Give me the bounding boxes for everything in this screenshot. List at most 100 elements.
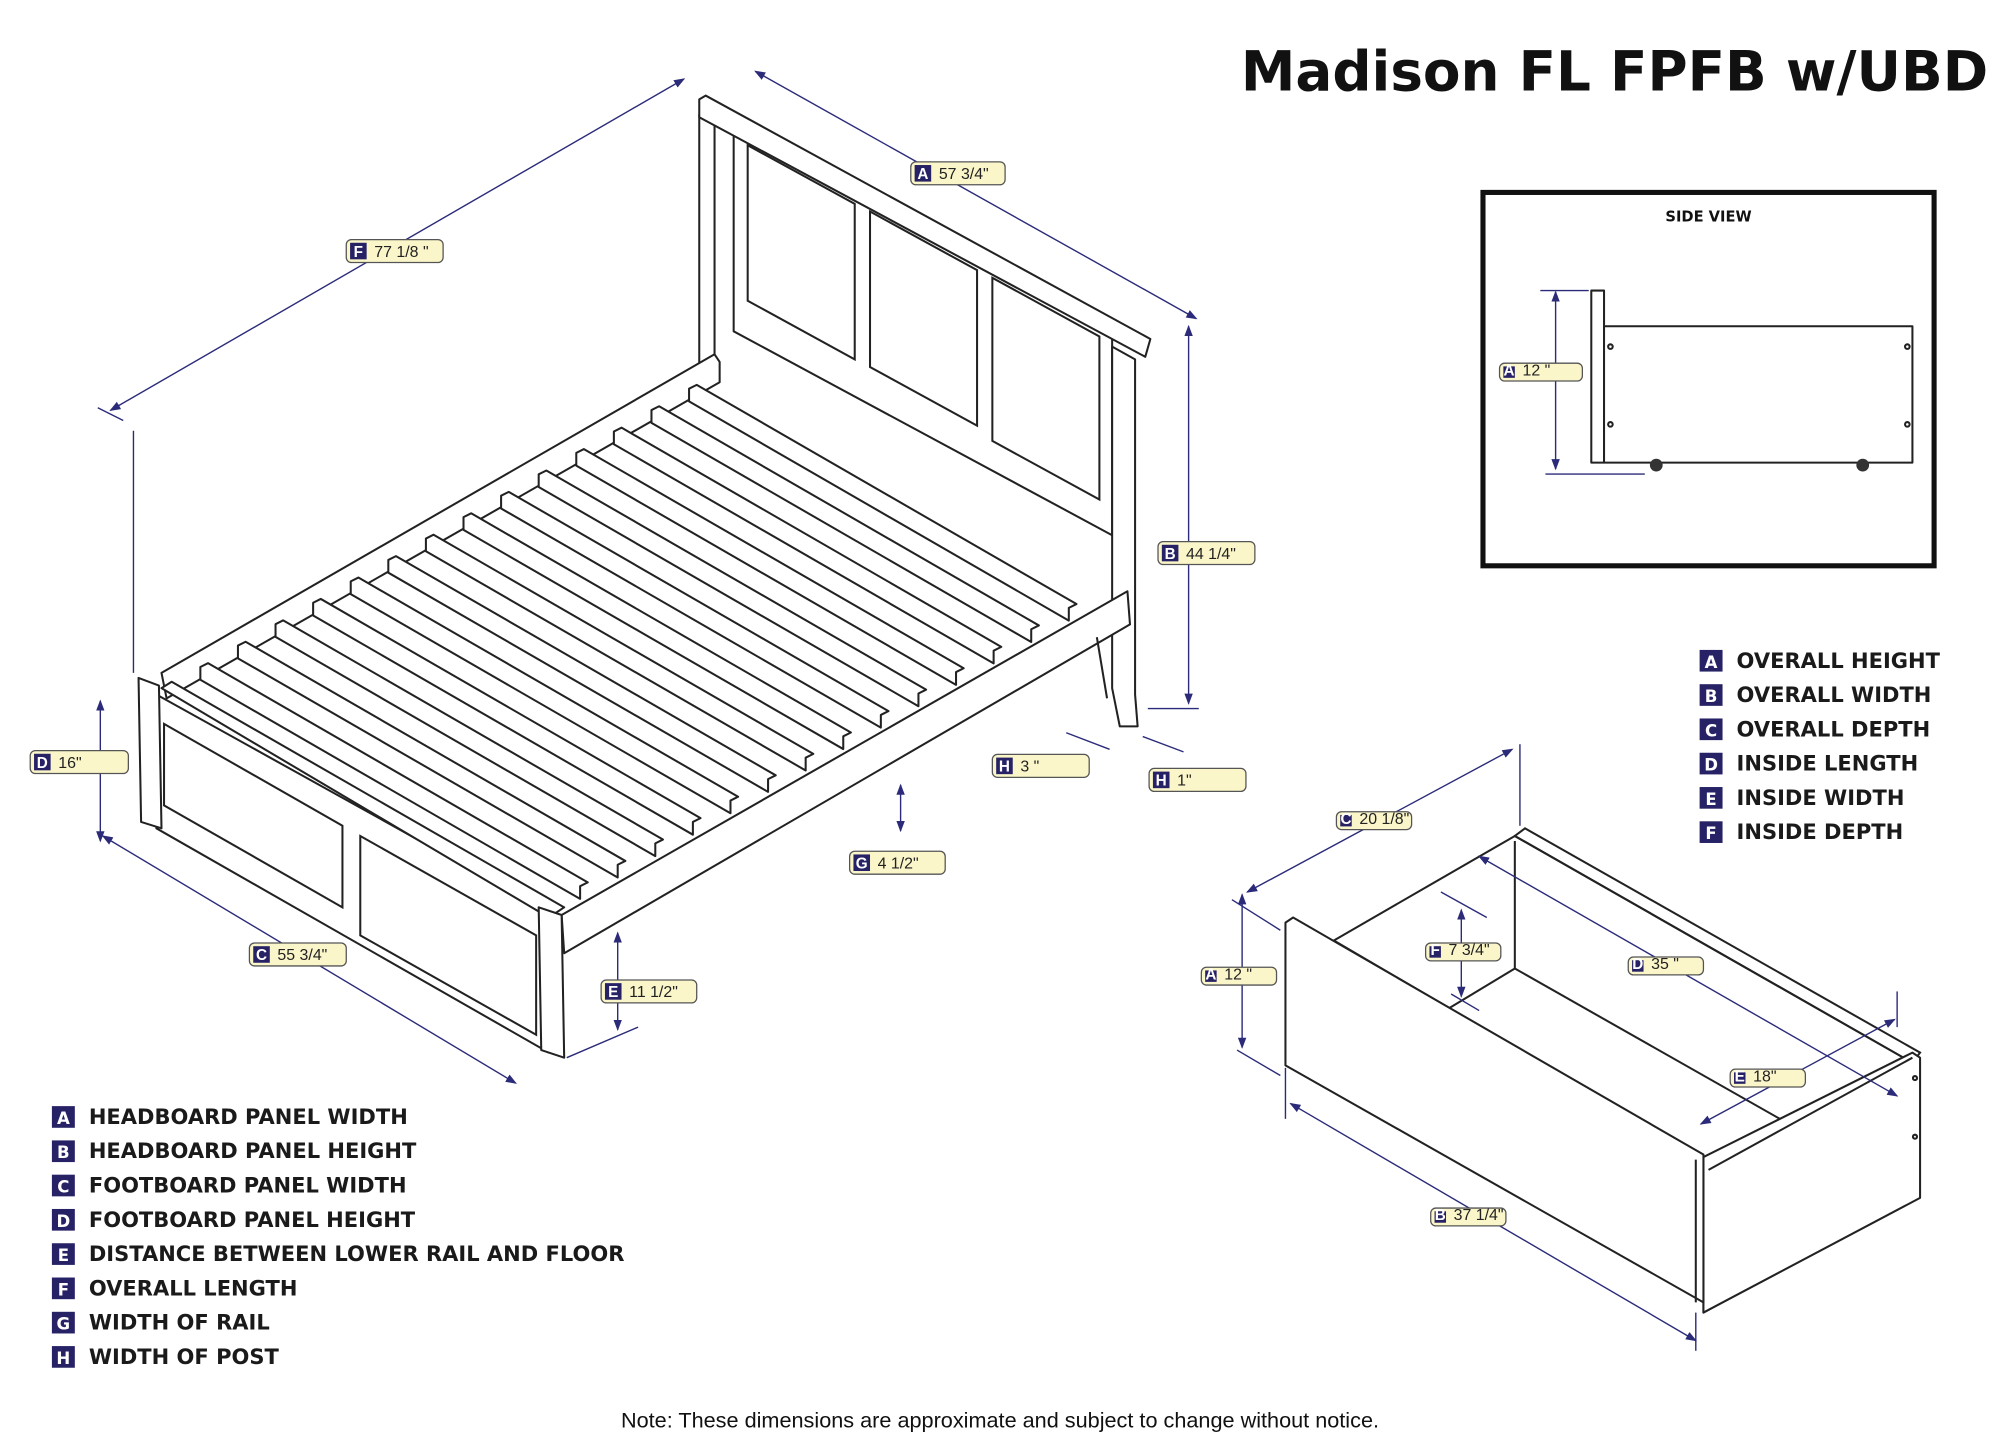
legend-item: C OVERALL DEPTH <box>1699 716 1931 741</box>
legend-letter-badge <box>51 1277 75 1300</box>
callout-letter: H <box>1156 773 1167 790</box>
legend-letter: E <box>58 1246 69 1265</box>
callout-letter: A <box>1205 966 1216 983</box>
callout-value: 16" <box>58 755 81 772</box>
callout-value: 12 " <box>1522 362 1550 379</box>
dimension-callout: D 16" <box>29 749 129 775</box>
legend-letter-badge <box>1699 821 1723 843</box>
wheel-icon <box>1856 458 1870 472</box>
slats <box>199 383 1078 900</box>
legend-letter: B <box>57 1143 70 1162</box>
callout-value: 18" <box>1753 1068 1776 1085</box>
legend-label: DISTANCE BETWEEN LOWER RAIL AND FLOOR <box>89 1241 625 1266</box>
legend-item: A OVERALL HEIGHT <box>1699 648 1941 673</box>
legend-letter-badge <box>1699 684 1723 706</box>
right-side-rail <box>560 590 1132 955</box>
slat <box>537 469 928 708</box>
headboard-right-post <box>1111 345 1139 728</box>
legend-letter-badge <box>51 1174 75 1197</box>
legend-label: OVERALL DEPTH <box>1737 716 1931 741</box>
dimension-callout: D 35 " <box>1627 956 1705 976</box>
side-view-callouts: A 12 " <box>1498 362 1584 382</box>
callout-value: 11 1/2" <box>629 984 678 1001</box>
legend-letter-badge <box>51 1140 75 1163</box>
leg-edge <box>1095 637 1109 699</box>
footboard-left-post <box>137 676 163 830</box>
callout-value: 57 3/4" <box>939 166 989 183</box>
slat <box>500 490 890 729</box>
callout-value: 35 " <box>1651 956 1679 973</box>
legend-letter-badge <box>1699 649 1723 672</box>
callout-letter: A <box>917 166 928 183</box>
legend-letter: G <box>57 1315 71 1334</box>
slat <box>612 426 1003 665</box>
callout-letter: D <box>1632 956 1643 973</box>
legend-letter: A <box>1705 653 1718 672</box>
legend-label: INSIDE DEPTH <box>1737 819 1904 844</box>
legend-item: G WIDTH OF RAIL <box>51 1310 270 1335</box>
slat <box>274 619 664 858</box>
legend-letter-badge <box>51 1243 75 1265</box>
slat <box>462 512 852 751</box>
slat <box>424 533 815 772</box>
callout-letter: C <box>256 947 267 964</box>
callout-value: 3 " <box>1020 759 1039 776</box>
legend-item: A HEADBOARD PANEL WIDTH <box>51 1104 408 1129</box>
legend-letter-badge <box>51 1346 75 1368</box>
drawer-legend: A OVERALL HEIGHT B OVERALL WIDTH C OVERALL DE… <box>1699 648 1941 844</box>
callout-value: 7 3/4" <box>1449 942 1490 959</box>
legend-label: HEADBOARD PANEL WIDTH <box>89 1104 408 1129</box>
callout-letter: F <box>354 244 363 261</box>
callout-letter: A <box>1504 362 1515 379</box>
callout-letter: D <box>37 755 48 772</box>
legend-label: OVERALL HEIGHT <box>1737 648 1941 673</box>
legend-letter: B <box>1705 687 1718 706</box>
legend-letter-badge <box>51 1311 75 1334</box>
dimension-callout: H 1" <box>1148 767 1247 792</box>
side-view-label: SIDE VIEW <box>1665 209 1751 226</box>
callout-letter: F <box>1431 942 1440 959</box>
legend-letter-badge <box>51 1208 75 1231</box>
slat <box>349 576 740 815</box>
legend-item: E DISTANCE BETWEEN LOWER RAIL AND FLOOR <box>51 1241 625 1266</box>
callout-letter: E <box>1735 1068 1745 1085</box>
dimension-callout: A 57 3/4" <box>910 161 1006 186</box>
disclaimer-note: Note: These dimensions are approximate a… <box>621 1407 1379 1432</box>
callout-value: 37 1/4" <box>1454 1207 1504 1224</box>
callout-letter: G <box>856 855 868 872</box>
headboard-left-post <box>698 113 716 384</box>
headboard-backing <box>732 126 1114 537</box>
legend-label: WIDTH OF RAIL <box>89 1310 270 1335</box>
callout-value: 20 1/8" <box>1359 811 1409 828</box>
legend-letter: A <box>57 1109 70 1128</box>
wheel-icon <box>1649 458 1663 472</box>
footboard-right-post <box>537 906 566 1059</box>
dimension-callout: A 12 " <box>1498 362 1584 382</box>
callout-value: 44 1/4" <box>1186 546 1236 563</box>
legend-letter: C <box>1705 721 1717 740</box>
bed-drawing <box>96 70 1199 1084</box>
callout-value: 1" <box>1177 773 1192 790</box>
legend-letter: H <box>56 1349 70 1368</box>
legend-letter-badge <box>1699 752 1723 775</box>
legend-label: OVERALL WIDTH <box>1737 682 1932 707</box>
legend-item: B OVERALL WIDTH <box>1699 682 1932 707</box>
legend-letter: D <box>56 1212 70 1231</box>
legend-letter-badge <box>1699 718 1723 741</box>
slat <box>312 597 702 836</box>
drawer-body-side <box>1603 325 1914 464</box>
